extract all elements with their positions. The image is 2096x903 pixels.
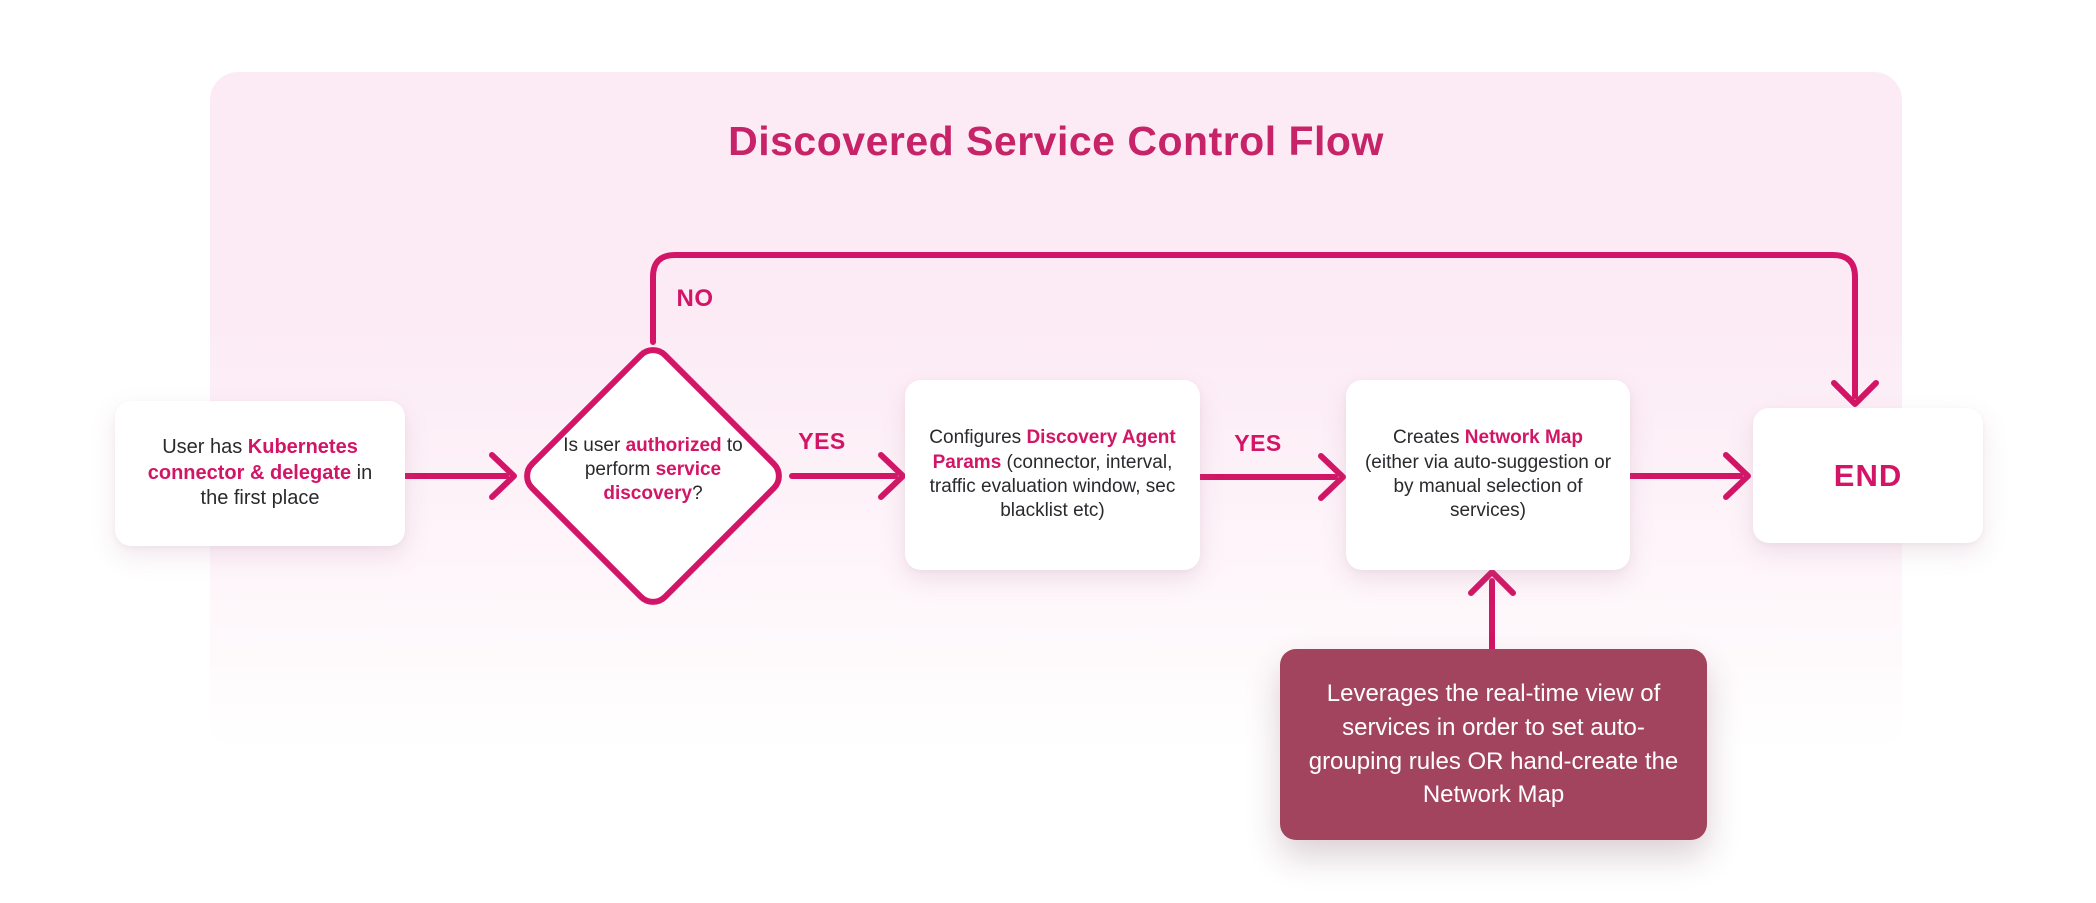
edge-label-yes-decision: YES: [798, 428, 846, 454]
create-text-highlight: Network Map: [1464, 427, 1584, 449]
node-start-text: User has Kubernetes connector & delegate…: [138, 435, 382, 512]
decision-text-highlight: authorized: [625, 434, 722, 456]
page-title: Discovered Service Control Flow: [728, 118, 1384, 164]
node-start: User has Kubernetes connector & delegate…: [115, 401, 405, 546]
decision-text-segment: Is user: [563, 434, 626, 456]
node-configure-text: Configures Discovery Agent Params (conne…: [927, 426, 1179, 523]
node-end: END: [1753, 408, 1983, 543]
configure-text-segment: (connector, interval, traffic evaluation…: [929, 451, 1176, 522]
node-end-label: END: [1833, 457, 1903, 493]
configure-text-segment: Configures: [929, 427, 1027, 449]
node-create-network-map: Creates Network Map (either via auto-sug…: [1346, 380, 1630, 570]
node-create-text: Creates Network Map (either via auto-sug…: [1364, 426, 1612, 523]
node-note-text: Leverages the real-time view of services…: [1308, 680, 1679, 809]
start-text-highlight: Kubernetes connector & delegate: [147, 436, 358, 484]
node-note-leverages: Leverages the real-time view of services…: [1280, 649, 1707, 840]
edge-label-no: NO: [676, 285, 714, 312]
start-text-segment: User has: [162, 436, 248, 459]
node-configure-params: Configures Discovery Agent Params (conne…: [905, 380, 1200, 570]
node-decision-text: Is user authorized to perform service di…: [543, 379, 763, 561]
create-text-segment: (either via auto-suggestion or by manual…: [1364, 451, 1612, 522]
create-text-segment: Creates: [1392, 427, 1465, 449]
start-text-segment: in the first place: [200, 461, 373, 510]
decision-text-segment: to perform: [584, 434, 743, 480]
configure-text-highlight: Discovery Agent Params: [932, 427, 1176, 473]
decision-text-highlight: service discovery: [603, 458, 722, 505]
edge-label-yes-configure: YES: [1234, 430, 1282, 456]
decision-text-segment: ?: [692, 483, 703, 505]
